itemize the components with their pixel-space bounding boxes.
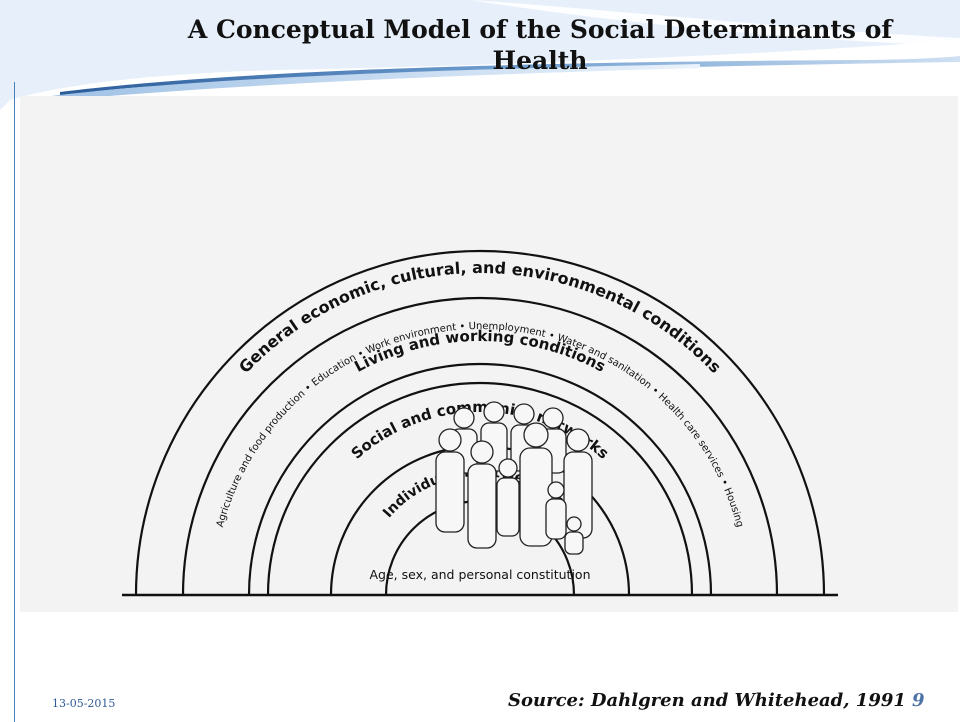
slide-date: 13-05-2015 xyxy=(52,697,116,710)
layer-label-general: General economic, cultural, and environm… xyxy=(235,258,725,377)
slide-frame xyxy=(14,82,960,722)
layer-label-living: Living and working conditions xyxy=(351,327,608,376)
page-number: 9 xyxy=(912,690,925,711)
source-citation: Source: Dahlgren and Whitehead, 1991 xyxy=(508,690,906,711)
person-icon xyxy=(545,481,567,540)
people-group-icon xyxy=(435,401,593,555)
person-icon xyxy=(496,458,520,537)
person-icon xyxy=(467,440,497,549)
slide-title: A Conceptual Model of the Social Determi… xyxy=(187,15,893,75)
person-icon xyxy=(564,516,584,555)
ring-living-outer xyxy=(181,296,779,596)
person-icon xyxy=(563,428,593,539)
ring-social xyxy=(266,381,694,596)
header-swoosh xyxy=(0,0,960,110)
person-icon xyxy=(435,428,465,533)
person-icon xyxy=(519,422,553,547)
ring-outer xyxy=(134,249,826,596)
core-label: Age, sex, and personal constitution xyxy=(370,567,591,582)
ring-living-inner xyxy=(247,362,713,596)
